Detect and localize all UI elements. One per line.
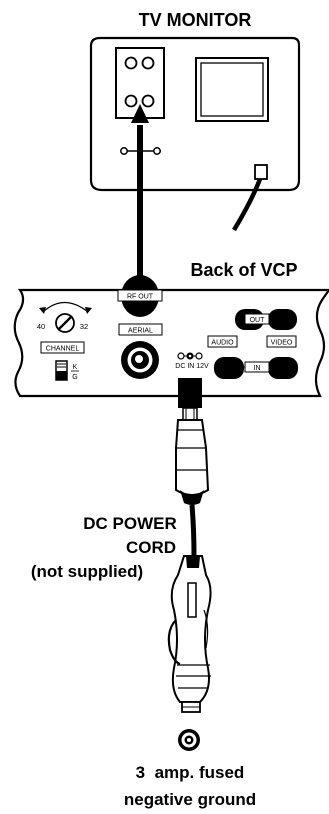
- rf-cable: [131, 104, 149, 286]
- in-label: IN: [254, 365, 261, 372]
- tv-monitor-title: TV MONITOR: [139, 10, 252, 30]
- channel-label: CHANNEL: [46, 346, 80, 353]
- vcp-title: Back of VCP: [190, 260, 297, 280]
- rf-out-label-top: RF OUT: [127, 294, 154, 301]
- system-switch: K G: [55, 360, 79, 381]
- fuse-label-line2: negative ground: [124, 790, 256, 809]
- switch-label-g: G: [72, 374, 77, 381]
- cord-label-line1: DC POWER: [83, 514, 177, 533]
- dc-power-cord: [167, 378, 212, 713]
- vcp-back-panel: 40 32 CHANNEL K G RF OUT RF OUT: [13, 275, 329, 398]
- out-label: OUT: [250, 317, 266, 324]
- tv-screen: [195, 57, 269, 122]
- cord-label-line2: CORD: [126, 538, 176, 557]
- lighter-socket-symbol: [178, 729, 200, 751]
- channel-dial: 40 32: [37, 301, 92, 333]
- av-jacks: OUT AUDIO VIDEO IN: [207, 309, 298, 379]
- aerial-jack: AERIAL: [118, 323, 163, 379]
- dial-left-value: 40: [37, 322, 45, 331]
- cord-label-line3: (not supplied): [31, 562, 143, 581]
- aerial-label: AERIAL: [128, 328, 153, 335]
- tv-monitor: [89, 36, 301, 232]
- dial-right-value: 32: [80, 322, 88, 331]
- dc-in-jack: DC IN 12V: [175, 352, 209, 370]
- switch-label-k: K: [73, 364, 78, 371]
- video-label: VIDEO: [271, 340, 293, 347]
- fuse-label-line1: 3 amp. fused: [136, 763, 245, 782]
- audio-label: AUDIO: [211, 340, 234, 347]
- dc-in-label: DC IN 12V: [175, 363, 209, 370]
